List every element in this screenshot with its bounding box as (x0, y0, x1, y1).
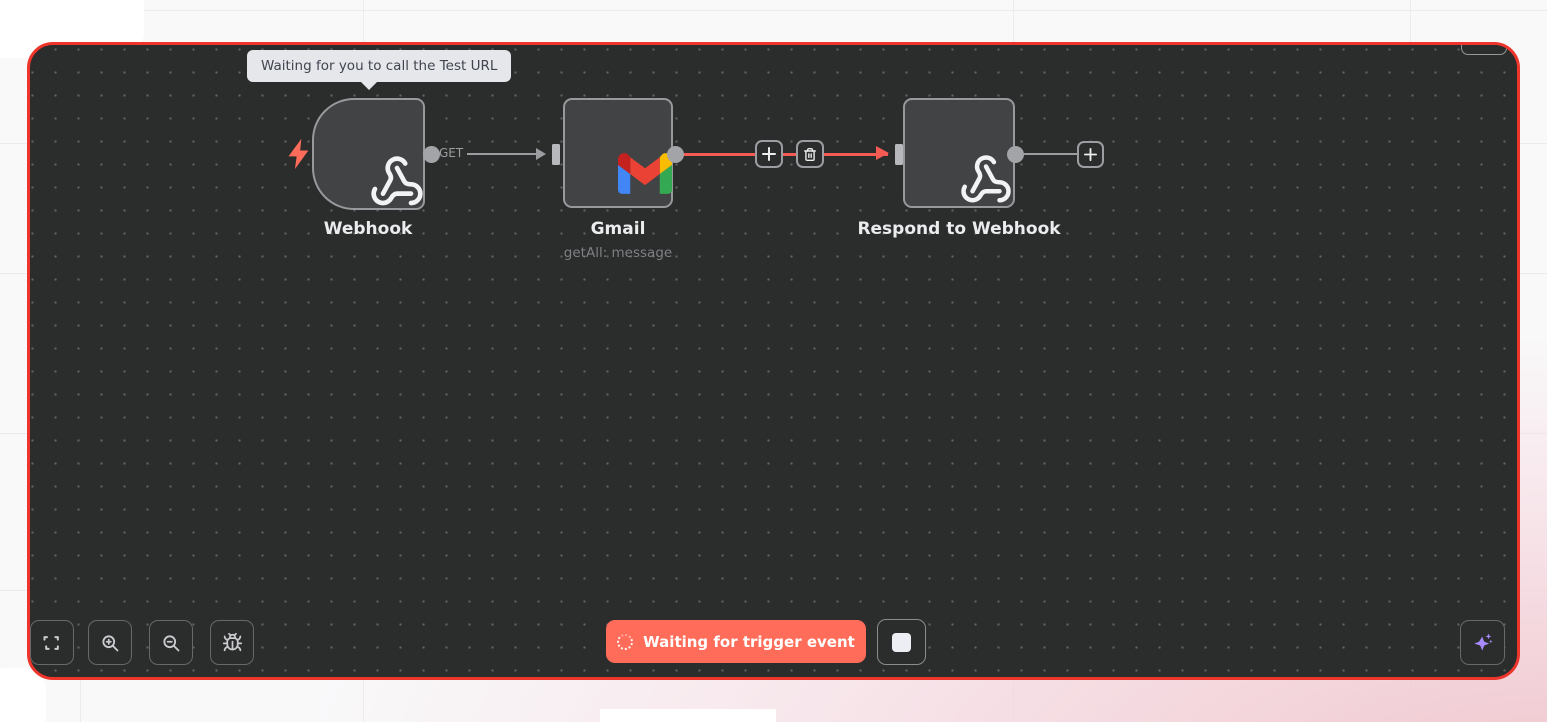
sparkles-icon (1473, 633, 1492, 651)
add-next-node-button[interactable] (1077, 141, 1104, 168)
ai-assistant-button[interactable] (1460, 620, 1505, 665)
node-gmail-subtitle: getAll: message (563, 245, 673, 261)
fit-view-button[interactable] (30, 620, 74, 665)
background-grid-line (0, 10, 1547, 11)
trigger-lightning-icon (285, 137, 313, 171)
connection-delete-button[interactable] (796, 140, 824, 168)
connection-webhook-gmail[interactable] (467, 153, 543, 155)
gmail-output-endpoint[interactable] (667, 146, 684, 163)
connection-arrowhead-active (876, 146, 889, 160)
node-respond-label: Respond to Webhook (857, 219, 1061, 239)
spinner-icon (617, 633, 634, 650)
stop-square-icon (892, 632, 911, 652)
node-webhook-label: Webhook (323, 219, 413, 239)
debug-button[interactable] (210, 620, 254, 665)
node-webhook[interactable] (312, 98, 425, 210)
gmail-input-port[interactable] (552, 144, 560, 165)
background-patch (600, 709, 776, 722)
connection-arrowhead (536, 148, 546, 160)
respond-output-endpoint[interactable] (1007, 146, 1024, 163)
stop-execution-button[interactable] (877, 619, 926, 665)
trigger-tooltip: Waiting for you to call the Test URL (247, 50, 512, 82)
fit-view-icon (43, 635, 59, 650)
execution-status-button[interactable]: Waiting for trigger event (606, 620, 866, 663)
connection-add-node-button[interactable] (755, 140, 783, 168)
connection-method-label: GET (439, 146, 464, 160)
respond-input-port[interactable] (895, 144, 903, 165)
tooltip-arrow (361, 82, 377, 90)
node-gmail[interactable] (563, 98, 673, 208)
top-right-partial-button[interactable] (1461, 45, 1507, 55)
zoom-in-button[interactable] (88, 620, 132, 665)
execution-status-label: Waiting for trigger event (643, 632, 855, 651)
workflow-canvas[interactable]: Waiting for you to call the Test URL Web… (27, 42, 1520, 680)
zoom-out-button[interactable] (149, 620, 193, 665)
webhook-output-endpoint[interactable] (423, 146, 440, 163)
node-respond-to-webhook[interactable] (903, 98, 1015, 208)
node-gmail-label: Gmail (590, 219, 646, 239)
connection-stub (1024, 153, 1080, 155)
